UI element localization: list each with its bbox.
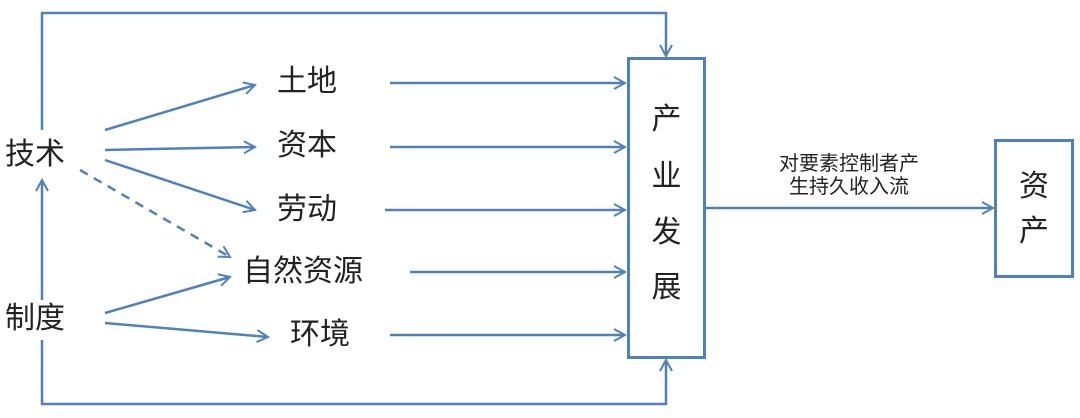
node-technology: 技术 [5,137,65,172]
node-industry-development: 产 业 发 展 [627,57,706,359]
industry-char: 业 [651,159,682,194]
edge-label: 对要素控制者产 生持久收入流 [740,152,958,198]
node-natural-resources: 自然资源 [243,254,363,289]
industry-char: 发 [651,215,682,250]
node-capital: 资本 [277,128,337,163]
industry-char: 产 [651,102,682,137]
node-labor: 劳动 [277,192,337,227]
node-institution: 制度 [5,301,65,336]
node-land: 土地 [277,64,337,99]
tech-to-land-arrow [104,85,255,132]
edge-label-line2: 生持久收入流 [789,174,909,198]
tech-to-resources-dashed-arrow [79,168,230,259]
node-environment: 环境 [290,317,350,352]
assets-char: 资 [1019,169,1049,204]
node-assets: 资 产 [994,139,1074,278]
tech-to-capital-arrow [104,147,255,150]
feedback-bottom-line [40,340,666,406]
institution-to-resources-arrow [104,277,230,315]
edge-label-line1: 对要素控制者产 [779,151,919,175]
institution-to-environment-arrow [104,321,268,337]
tech-to-labor-arrow [104,158,255,210]
industry-char: 展 [651,270,682,305]
assets-char: 产 [1019,214,1049,249]
feedback-top-line [40,11,666,130]
